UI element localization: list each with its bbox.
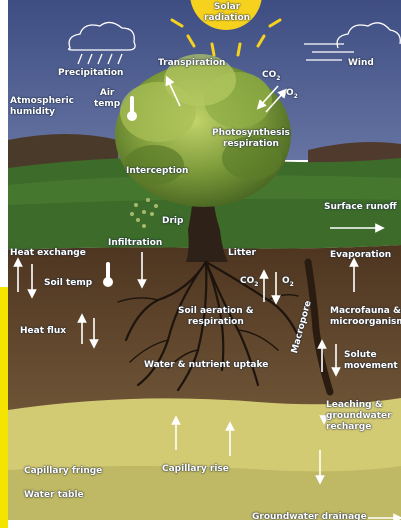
capillary-rise-label: Capillary rise — [162, 464, 229, 475]
o2-soil-text: O — [282, 276, 290, 286]
leaching-label: Leaching & groundwater recharge — [326, 400, 392, 433]
drip-label: Drip — [162, 216, 183, 227]
litter-label: Litter — [228, 248, 256, 259]
photosynthesis-label: Photosynthesis respiration — [212, 128, 290, 150]
leaching-line-1: Leaching & — [326, 400, 392, 411]
heat-exchange-label: Heat exchange — [10, 248, 86, 259]
co2-atmosphere-label: CO2 — [262, 70, 280, 84]
capillary-fringe-label: Capillary fringe — [24, 466, 102, 477]
soil-processes-diagram: Solar radiation Precipitation Transpirat… — [8, 0, 401, 520]
o2-soil-subscript: 2 — [290, 281, 294, 288]
soil-aeration-label: Soil aeration & respiration — [178, 306, 254, 328]
groundwater-drainage-label: Groundwater drainage — [252, 512, 367, 520]
water-table-label: Water table — [24, 490, 84, 501]
photosynthesis-line-1: Photosynthesis — [212, 128, 290, 139]
co2-soil-text: CO — [240, 276, 254, 286]
interception-label: Interception — [126, 166, 188, 177]
wind-label: Wind — [348, 58, 374, 69]
air-temp-line-1: Air — [94, 88, 120, 99]
o2-atmosphere-subscript: 2 — [294, 93, 298, 100]
infiltration-label: Infiltration — [108, 238, 162, 249]
soil-aeration-line-2: respiration — [178, 317, 254, 328]
macrofauna-line-2: microorganisms — [330, 317, 401, 328]
co2-atmosphere-subscript: 2 — [276, 75, 280, 82]
atmospheric-humidity-line-2: humidity — [10, 107, 74, 118]
solar-radiation-line-2: radiation — [204, 13, 250, 24]
precipitation-label: Precipitation — [58, 68, 123, 79]
solute-movement-line-2: movement — [344, 361, 398, 372]
soil-temp-label: Soil temp — [44, 278, 92, 289]
o2-soil-label: O2 — [282, 276, 294, 290]
solute-movement-line-1: Solute — [344, 350, 398, 361]
solar-radiation-line-1: Solar — [204, 2, 250, 13]
co2-soil-label: CO2 — [240, 276, 258, 290]
photosynthesis-line-2: respiration — [212, 139, 290, 150]
transpiration-label: Transpiration — [158, 58, 225, 69]
atmospheric-humidity-line-1: Atmospheric — [10, 96, 74, 107]
solar-radiation-label: Solar radiation — [204, 2, 250, 24]
heat-flux-label: Heat flux — [20, 326, 66, 337]
leaching-line-2: groundwater — [326, 411, 392, 422]
surface-runoff-label: Surface runoff — [324, 202, 397, 213]
atmospheric-humidity-label: Atmospheric humidity — [10, 96, 74, 118]
soil-aeration-line-1: Soil aeration & — [178, 306, 254, 317]
leaching-line-3: recharge — [326, 422, 392, 433]
macrofauna-label: Macrofauna & microorganisms — [330, 306, 401, 328]
air-temp-line-2: temp — [94, 99, 120, 110]
evaporation-label: Evaporation — [330, 250, 391, 261]
co2-soil-subscript: 2 — [254, 281, 258, 288]
macrofauna-line-1: Macrofauna & — [330, 306, 401, 317]
co2-atmosphere-text: CO — [262, 70, 276, 80]
water-uptake-label: Water & nutrient uptake — [144, 360, 268, 371]
air-temp-label: Air temp — [94, 88, 120, 110]
o2-atmosphere-label: O2 — [286, 88, 298, 102]
o2-atmosphere-text: O — [286, 88, 294, 98]
solute-movement-label: Solute movement — [344, 350, 398, 372]
yellow-frame-edge — [0, 287, 8, 528]
